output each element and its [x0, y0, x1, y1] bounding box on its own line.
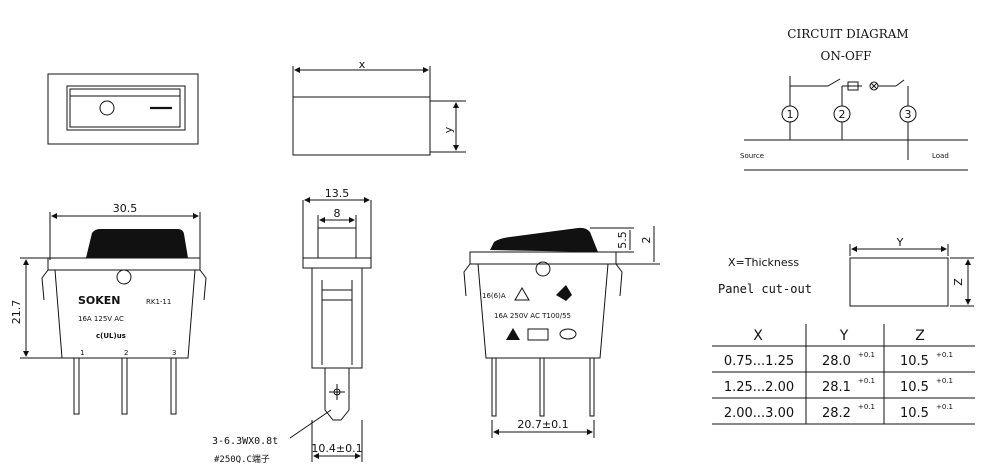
- circuit-diagram: CIRCUIT DIAGRAM ON-OFF 1 2 3 Source Load: [740, 27, 968, 171]
- vde-mark-icon: [514, 287, 530, 301]
- pin-2-label: 2: [124, 349, 128, 357]
- row-1-z-tol: +0.1: [936, 351, 953, 359]
- brand-label: SOKEN: [78, 294, 121, 307]
- terminal-note-label: #250Q.C端子: [214, 453, 270, 465]
- node-3: 3: [905, 108, 912, 121]
- off-symbol-icon: [99, 100, 115, 116]
- side-rating-bottom: 16A 250V AC T100/55: [494, 312, 571, 320]
- height-dimension: 21.7: [10, 300, 23, 325]
- node-2: 2: [839, 108, 846, 121]
- row-2-x: 1.25...2.00: [724, 380, 794, 395]
- pin-3-label: 3: [172, 349, 176, 357]
- rocker-offset-dimension: 2: [640, 237, 653, 244]
- row-1-y-tol: +0.1: [858, 351, 875, 359]
- row-1-y: 28.0: [822, 354, 851, 369]
- row-3-x: 2.00...3.00: [724, 406, 794, 421]
- header-z: Z: [915, 328, 925, 344]
- panel-cutout: X=Thickness Panel cut-out Y Z: [718, 236, 974, 307]
- top-front-view: [47, 73, 199, 145]
- model-label: RK1-11: [146, 298, 171, 306]
- x-dimension-label: x: [359, 58, 366, 71]
- pin-spacing-dimension: 10.4±0.1: [311, 442, 362, 455]
- dimension-table: X Y Z 0.75...1.25 28.0 +0.1 10.5 +0.1 1.…: [712, 324, 975, 425]
- side-rating-top: 16(6)A: [482, 292, 506, 300]
- circuit-title: CIRCUIT DIAGRAM: [787, 27, 908, 41]
- header-y: Y: [839, 328, 849, 344]
- front-switch-view: 30.5 SOKEN RK1-11 16A 125V AC c(UL)us 1 …: [10, 202, 207, 415]
- top-side-view: x y: [292, 58, 466, 156]
- row-1-x: 0.75...1.25: [724, 354, 794, 369]
- cutout-label: Panel cut-out: [718, 282, 812, 296]
- row-3-y: 28.2: [822, 406, 851, 421]
- panel-y-label: Y: [896, 236, 904, 249]
- header-x: X: [753, 328, 763, 344]
- row-2-z-tol: +0.1: [936, 377, 953, 385]
- y-dimension-label: y: [442, 126, 455, 133]
- row-2-y: 28.1: [822, 380, 851, 395]
- row-3-z: 10.5: [900, 406, 929, 421]
- inner-width-dimension: 8: [334, 207, 341, 220]
- front-rating-label: 16A 125V AC: [78, 315, 124, 323]
- width-dimension: 30.5: [113, 202, 138, 215]
- row-3-y-tol: +0.1: [858, 403, 875, 411]
- thickness-label: X=Thickness: [728, 256, 799, 269]
- side-profile-view: 13.5 8 3-6.3WX0.8t #250Q.C端子 10.4±0.1: [212, 187, 372, 465]
- enec-mark-icon: [556, 285, 572, 301]
- tuv-mark-icon: [506, 328, 520, 340]
- cutout-rect: [849, 257, 949, 307]
- source-label: Source: [740, 152, 764, 160]
- panel-z-label: Z: [952, 278, 965, 286]
- node-1: 1: [787, 108, 794, 121]
- pin-1-label: 1: [80, 349, 84, 357]
- row-3-z-tol: +0.1: [936, 403, 953, 411]
- rocker-height-dimension: 5.5: [616, 231, 629, 249]
- depth-dimension: 13.5: [325, 187, 350, 200]
- kc-mark-icon: [527, 328, 549, 341]
- side-switch-view: 16(6)A 16A 250V AC T100/55 20.7±0.1 5.5 …: [463, 226, 660, 438]
- row-1-z: 10.5: [900, 354, 929, 369]
- row-2-y-tol: +0.1: [858, 377, 875, 385]
- body-width-dimension: 20.7±0.1: [517, 418, 568, 431]
- circuit-subtitle: ON-OFF: [821, 49, 872, 63]
- row-2-z: 10.5: [900, 380, 929, 395]
- cqc-mark-icon: [559, 328, 577, 340]
- ul-mark-icon: c(UL)us: [96, 332, 126, 340]
- resistor-icon: [847, 81, 859, 91]
- terminal-spec-label: 3-6.3WX0.8t: [212, 436, 278, 447]
- load-label: Load: [932, 152, 949, 160]
